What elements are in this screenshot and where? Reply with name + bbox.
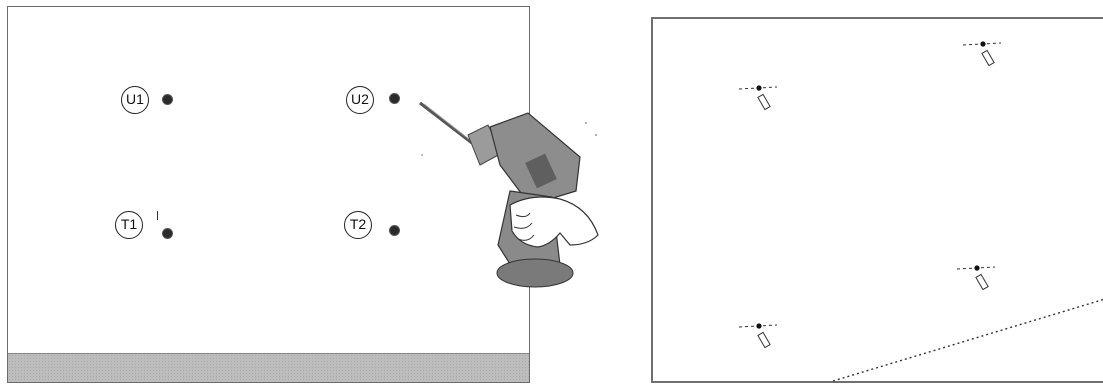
floor-strip: [8, 353, 529, 382]
dotted-edge-line: [832, 298, 1103, 382]
wall-panel-anchors: [651, 17, 1103, 383]
hole-label-t1: T1: [115, 211, 143, 239]
screw-anchor-icon: [956, 265, 996, 291]
screw-anchor-icon: [738, 85, 778, 111]
hole-point-t2: [390, 226, 399, 235]
hole-point-u2: [390, 94, 399, 103]
hole-label-t2: T2: [344, 211, 372, 239]
wall-panel-marking: U1 U2 T1 T2: [7, 6, 530, 383]
hole-label-u1: U1: [121, 86, 149, 114]
screw-anchor-icon: [738, 323, 778, 349]
hole-point-t1: [163, 229, 172, 238]
hole-label-u2: U2: [346, 86, 374, 114]
hole-point-u1: [163, 95, 172, 104]
pencil-mark-t1: [157, 211, 158, 220]
drill-icon: [419, 101, 599, 288]
screw-anchor-icon: [962, 41, 1002, 67]
